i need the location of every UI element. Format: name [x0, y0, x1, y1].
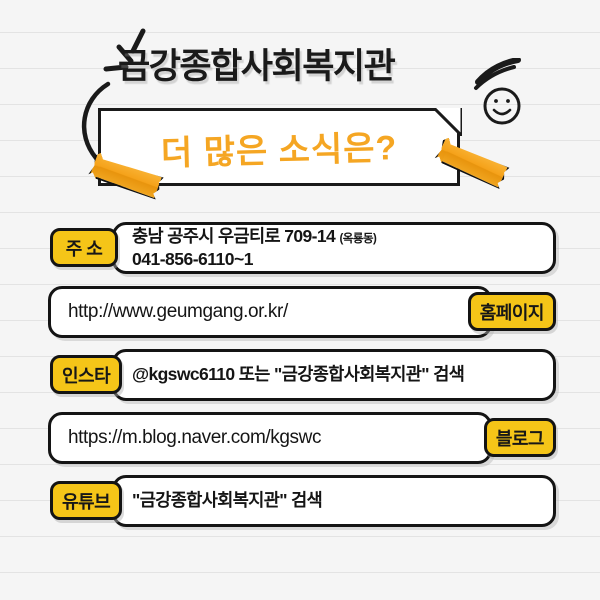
banner-card [98, 108, 460, 186]
badge-youtube[interactable]: 유튜브 [50, 481, 123, 520]
badge-homepage[interactable]: 홈페이지 [467, 292, 556, 331]
contact-row-blog[interactable]: 블로그 https://m.blog.naver.com/kgswc [0, 412, 600, 467]
row-pill [112, 475, 556, 527]
sparkle-lines-icon [95, 25, 165, 95]
contact-rows: 주 소 충남 공주시 우금티로 709-14 (옥룡동) 041-856-611… [0, 222, 600, 538]
badge-instagram[interactable]: 인스타 [50, 355, 123, 394]
row-pill [48, 412, 492, 464]
banner-folded-corner [432, 106, 464, 138]
row-pill [48, 286, 492, 338]
badge-blog[interactable]: 블로그 [483, 418, 556, 457]
badge-address[interactable]: 주 소 [50, 228, 118, 267]
poster-header: 금강종합사회복지관 더 많은 소식 [0, 0, 600, 215]
org-title: 금강종합사회복지관 [118, 47, 396, 86]
contact-row-instagram[interactable]: 인스타 @kgswc6110 또는 "금강종합사회복지관" 검색 [0, 349, 600, 404]
contact-row-youtube[interactable]: 유튜브 "금강종합사회복지관" 검색 [0, 475, 600, 530]
contact-row-homepage[interactable]: 홈페이지 http://www.geumgang.or.kr/ [0, 286, 600, 341]
smiley-face-icon [470, 57, 550, 128]
contact-row-address[interactable]: 주 소 충남 공주시 우금티로 709-14 (옥룡동) 041-856-611… [0, 222, 600, 278]
row-pill [112, 222, 556, 274]
row-pill [112, 349, 556, 401]
